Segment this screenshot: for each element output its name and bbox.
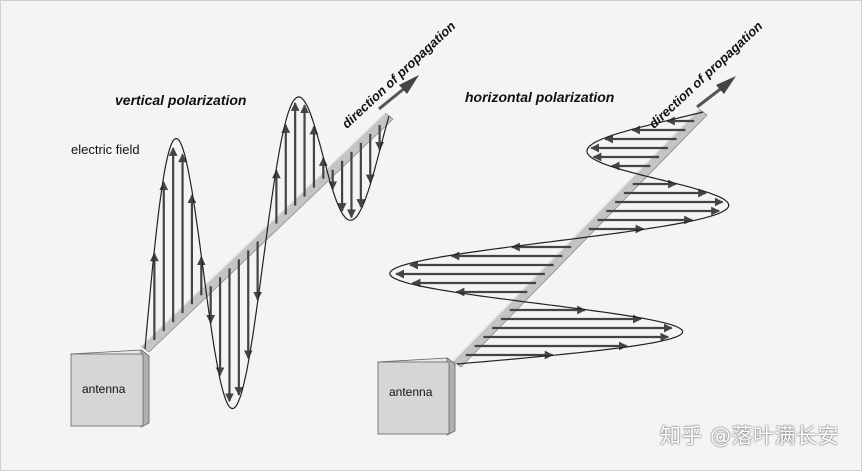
left-direction-label: direction of propagation	[339, 18, 459, 131]
left-title: vertical polarization	[115, 92, 246, 108]
right-field-vectors	[395, 116, 724, 360]
right-antenna	[376, 357, 457, 436]
left-antenna-label: antenna	[82, 382, 126, 396]
left-propagation-arrow	[378, 75, 419, 111]
right-title: horizontal polarization	[465, 89, 614, 105]
right-propagation-arrow	[696, 76, 736, 109]
right-wave-envelope	[389, 111, 730, 365]
electric-field-label: electric field	[71, 142, 140, 157]
watermark: 知乎 @落叶满长安	[659, 424, 839, 448]
left-antenna	[69, 349, 151, 428]
left-field-vectors	[149, 102, 385, 403]
left-wave-envelope	[144, 96, 390, 410]
right-antenna-label: antenna	[389, 385, 433, 399]
